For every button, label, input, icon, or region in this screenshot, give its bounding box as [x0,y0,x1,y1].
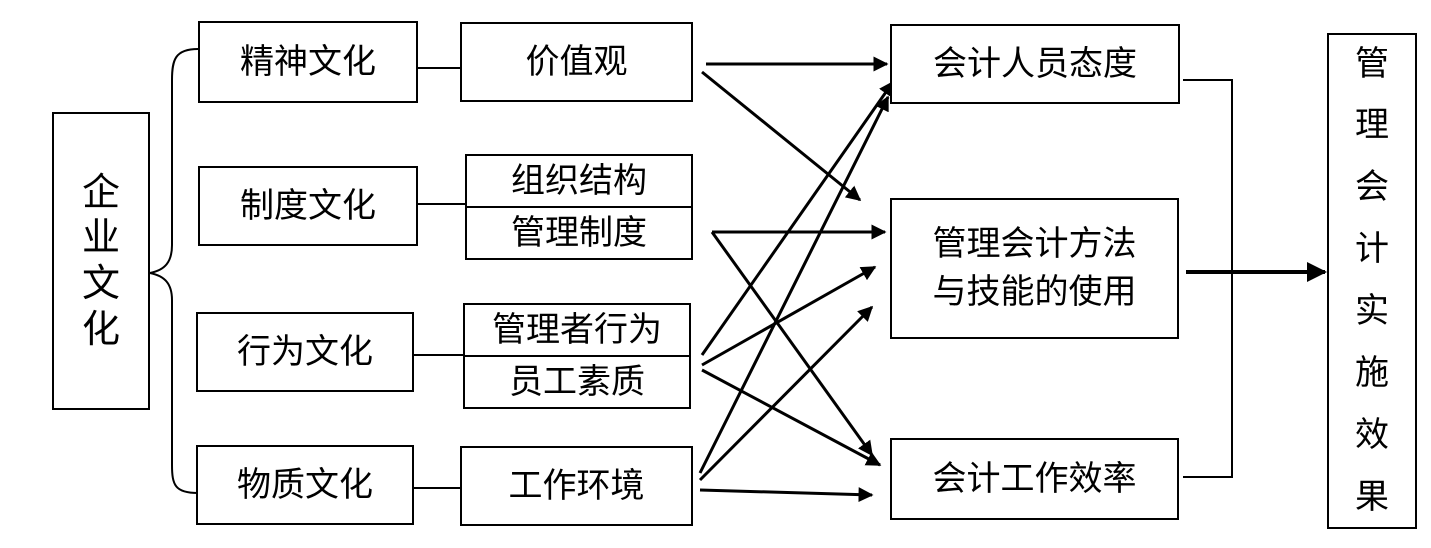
behavioral-culture-box: 行为文化 [196,312,414,392]
result-char: 施 [1355,352,1389,393]
enterprise-culture-box: 企 业 文 化 [52,112,150,410]
methods-line-2: 与技能的使用 [932,272,1137,313]
management-system-label: 管理制度 [511,212,647,253]
result-char: 计 [1355,229,1389,270]
accountant-attitude-box: 会计人员态度 [890,24,1180,104]
arrow-behavior-efficiency [701,368,882,467]
root-char: 化 [81,306,120,351]
result-char: 效 [1355,414,1389,455]
org-structure-label: 组织结构 [467,156,691,208]
values-box: 价值观 [460,22,693,102]
arrow-behavior-attitude [700,80,895,356]
methods-usage-box: 管理会计方法 与技能的使用 [890,198,1179,339]
implementation-effect-box: 管 理 会 计 实 施 效 果 [1327,33,1417,529]
work-environment-box: 工作环境 [460,446,693,526]
result-char: 管 [1355,43,1389,84]
manager-behavior-label: 管理者行为 [465,305,689,357]
material-culture-box: 物质文化 [196,445,414,525]
spiritual-culture-box: 精神文化 [198,21,418,103]
arrow-environment-methods [698,305,874,482]
root-char: 文 [81,261,120,305]
result-char: 会 [1355,167,1389,208]
root-brace [149,48,199,494]
arrow-behavior-methods [701,265,877,367]
behavior-elements-box: 管理者行为 员工素质 [463,303,691,409]
methods-line-1: 管理会计方法 [932,223,1137,264]
root-char: 业 [81,215,120,260]
result-char: 果 [1355,476,1389,517]
work-efficiency-box: 会计工作效率 [890,438,1179,520]
outcome-bracket [1183,79,1233,478]
result-char: 理 [1355,105,1389,146]
arrow-values-methods [701,70,862,202]
arrow-system-efficiency [710,231,874,457]
employee-quality-label: 员工素质 [509,361,645,402]
result-char: 实 [1355,291,1389,331]
institution-elements-box: 组织结构 管理制度 [465,154,693,260]
institutional-culture-box: 制度文化 [198,166,418,246]
arrow-environment-attitude [698,95,890,474]
arrow-environment-efficiency [699,487,874,503]
root-char: 企 [81,169,120,214]
